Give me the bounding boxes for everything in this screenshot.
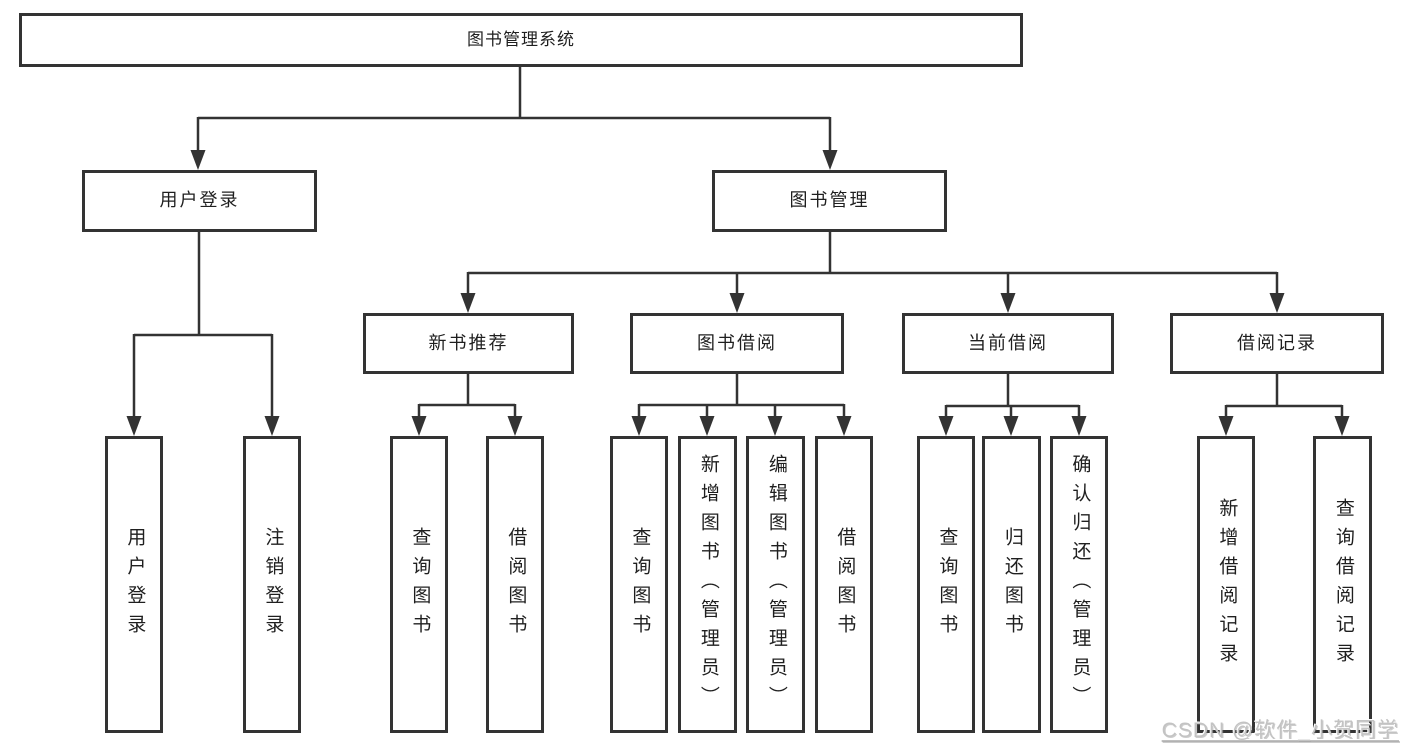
edge-book-mgmt-children — [460, 232, 1285, 313]
leaf-return-books: 归还图书 — [982, 436, 1041, 733]
leaf-query-borrow-record: 查询借阅记录 — [1313, 436, 1372, 733]
leaf-query-books-current: 查询图书 — [917, 436, 975, 733]
leaf-edit-books-admin: 编辑图书（管理员） — [746, 436, 805, 733]
leaf-add-borrow-record: 新增借阅记录 — [1197, 436, 1255, 733]
leaf-user-login: 用户登录 — [105, 436, 163, 733]
node-new-book-recommend: 新书推荐 — [363, 313, 574, 374]
edge-new-rec-children — [411, 374, 523, 436]
node-current-borrowing: 当前借阅 — [902, 313, 1114, 374]
node-borrowing-records: 借阅记录 — [1170, 313, 1384, 374]
leaf-add-books-admin: 新增图书（管理员） — [678, 436, 737, 733]
edge-current-borrow-children — [938, 374, 1087, 436]
edge-root-to-level2 — [190, 67, 838, 170]
leaf-borrow-books-borrow: 借阅图书 — [815, 436, 873, 733]
node-system-root: 图书管理系统 — [19, 13, 1023, 67]
leaf-logout: 注销登录 — [243, 436, 301, 733]
leaf-confirm-return-admin: 确认归还（管理员） — [1050, 436, 1108, 733]
edge-borrow-records-children — [1218, 374, 1350, 436]
node-user-login: 用户登录 — [82, 170, 317, 232]
leaf-query-books-borrow: 查询图书 — [610, 436, 668, 733]
leaf-query-books-newrec: 查询图书 — [390, 436, 448, 733]
edge-user-login-children — [126, 232, 280, 436]
node-book-management: 图书管理 — [712, 170, 947, 232]
csdn-watermark: CSDN @软件_小贺同学 — [1161, 719, 1399, 742]
leaf-borrow-books-newrec: 借阅图书 — [486, 436, 544, 733]
node-book-borrowing: 图书借阅 — [630, 313, 844, 374]
edge-book-borrow-children — [631, 374, 852, 436]
